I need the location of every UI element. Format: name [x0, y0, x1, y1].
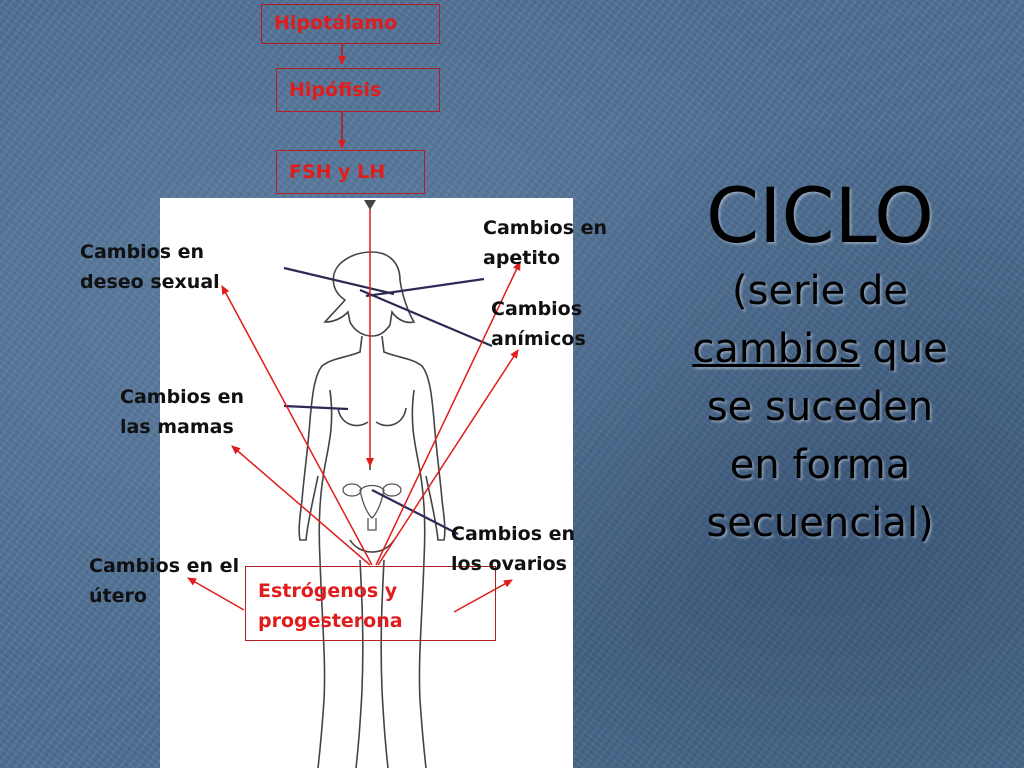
label-mamas-line1: Cambios en: [120, 386, 245, 408]
label-animicos-line1: Cambios: [491, 298, 583, 320]
label-deseo-sexual-line2: deseo sexual: [80, 271, 220, 293]
label-apetito-line1: Cambios en: [483, 217, 608, 239]
label-utero-line2: útero: [89, 585, 147, 607]
label-ovarios: Cambios en los ovarios: [451, 519, 575, 579]
hormonas-box: Estrógenos y progesterona: [245, 566, 496, 641]
title-line1: (serie de: [732, 268, 908, 314]
fsh-arrowhead: [364, 200, 376, 210]
label-deseo-sexual: Cambios en deseo sexual: [80, 237, 220, 297]
label-apetito-line2: apetito: [483, 247, 561, 269]
hipotalamo-label: Hipotálamo: [274, 12, 398, 34]
label-utero-line1: Cambios en el: [89, 555, 240, 577]
title-line5: secuencial): [706, 500, 934, 546]
label-animicos: Cambios anímicos: [491, 294, 586, 354]
label-deseo-sexual-line1: Cambios en: [80, 241, 205, 263]
title-line2: cambios que: [640, 320, 1000, 378]
label-ovarios-line1: Cambios en: [451, 523, 576, 545]
label-mamas: Cambios en las mamas: [120, 382, 244, 442]
hormonas-label-line1: Estrógenos y: [258, 580, 398, 602]
label-mamas-line2: las mamas: [120, 416, 234, 438]
title-underlined-word: cambios: [692, 326, 860, 372]
fsh-lh-box: FSH y LH: [276, 150, 425, 194]
uterus-icon: [342, 483, 402, 531]
title-main: CICLO: [706, 171, 934, 260]
pointer-lines: [283, 266, 493, 535]
title-line4: en forma: [729, 442, 911, 488]
label-apetito: Cambios en apetito: [483, 213, 607, 273]
hormonas-label-line2: progesterona: [258, 610, 403, 632]
effect-arrows: [187, 261, 521, 613]
hipofisis-label: Hipófisis: [289, 79, 382, 101]
slide-title: CICLO (serie de cambios que se suceden e…: [640, 170, 1000, 552]
title-line2-rest: que: [859, 326, 948, 372]
fsh-lh-label: FSH y LH: [289, 161, 386, 183]
hipofisis-box: Hipófisis: [276, 68, 440, 112]
label-animicos-line2: anímicos: [491, 328, 586, 350]
label-ovarios-line2: los ovarios: [451, 553, 567, 575]
hipotalamo-box: Hipotálamo: [261, 4, 440, 44]
female-body-figure: [298, 251, 446, 768]
title-line3: se suceden: [706, 384, 934, 430]
label-utero: Cambios en el útero: [89, 551, 239, 611]
